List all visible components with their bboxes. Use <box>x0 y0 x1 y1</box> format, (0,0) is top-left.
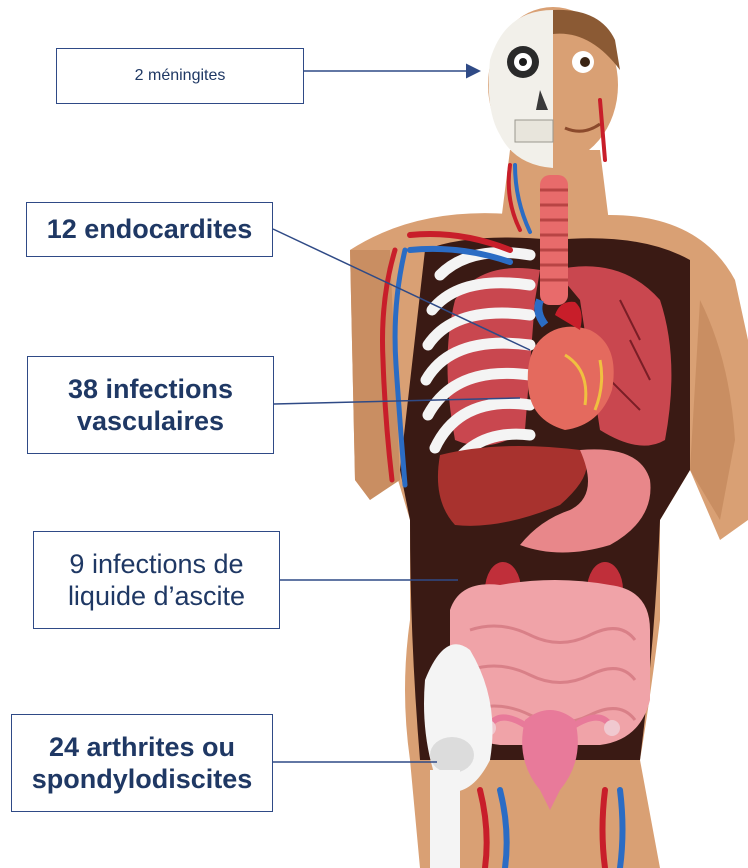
label-meningites: 2 méningites <box>56 48 304 104</box>
label-infections-vasculaires-text: 38 infections vasculaires <box>68 373 233 438</box>
label-infections-vasculaires: 38 infections vasculaires <box>27 356 274 454</box>
label-infections-ascite-text: 9 infections de liquide d’ascite <box>68 548 245 613</box>
label-arthrites-spondylodiscites-text: 24 arthrites ou spondylodiscites <box>32 731 253 796</box>
label-arthrites-spondylodiscites: 24 arthrites ou spondylodiscites <box>11 714 273 812</box>
label-endocardites: 12 endocardites <box>26 202 273 257</box>
label-meningites-text: 2 méningites <box>135 66 226 85</box>
label-endocardites-text: 12 endocardites <box>47 213 253 245</box>
trachea <box>540 175 568 305</box>
label-infections-ascite: 9 infections de liquide d’ascite <box>33 531 280 629</box>
